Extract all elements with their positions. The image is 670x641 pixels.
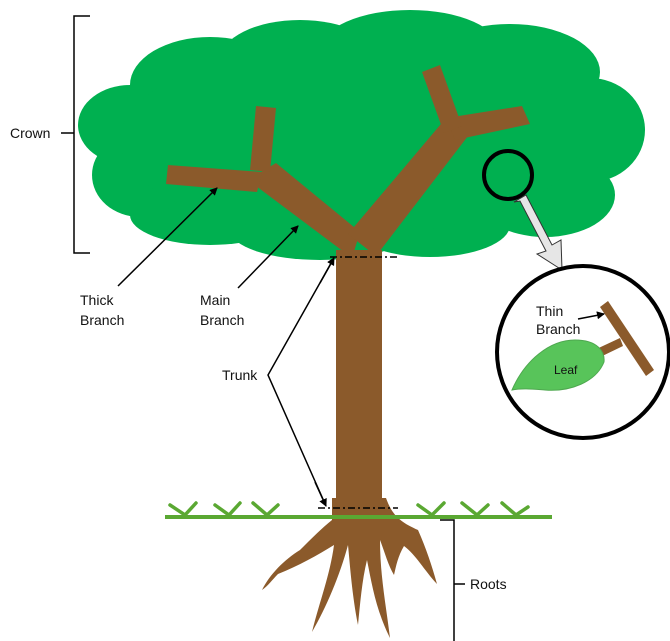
- trunk-label: Trunk: [222, 367, 257, 384]
- leaf-label: Leaf: [554, 362, 577, 379]
- thick-branch-label-line1: Thick: [80, 292, 113, 309]
- trunk: [336, 250, 382, 512]
- main-branch-label-line1: Main: [200, 292, 230, 309]
- trunk-arrow-top-head: [320, 258, 334, 283]
- thick-branch-label-line2: Branch: [80, 312, 124, 329]
- trunk-arrow-bottom-head: [315, 482, 326, 506]
- main-branch-label-line2: Branch: [200, 312, 244, 329]
- thin-branch-label-line1: Thin: [536, 303, 563, 320]
- crown-label: Crown: [10, 125, 50, 142]
- roots-bracket: [440, 520, 454, 641]
- roots-label: Roots: [470, 576, 507, 593]
- trunk-arrows: [268, 258, 334, 506]
- thin-branch-label-line2: Branch: [536, 321, 580, 338]
